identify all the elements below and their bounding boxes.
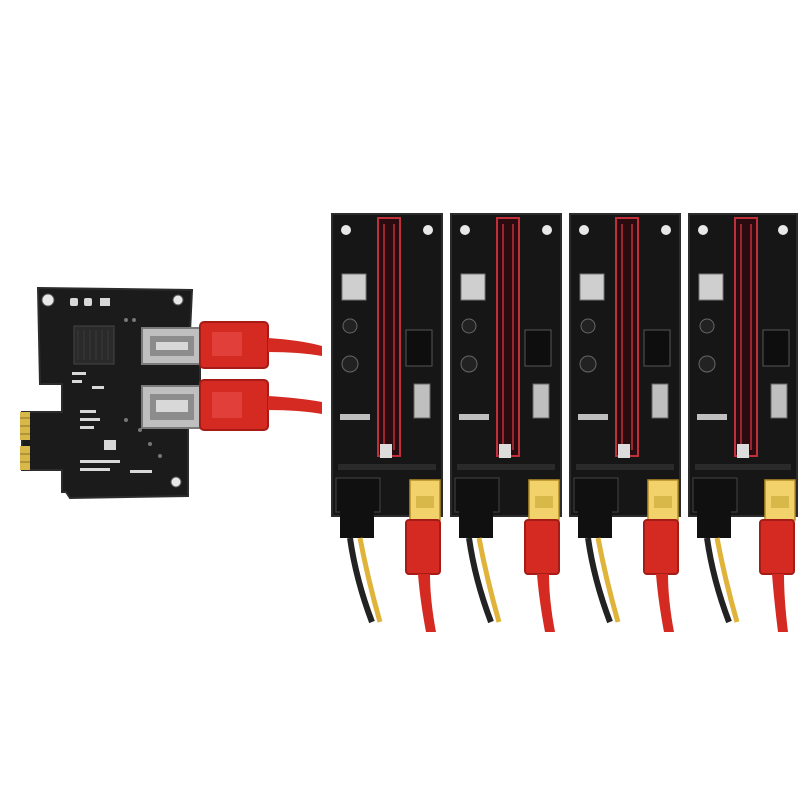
usb-cable-plug <box>759 519 795 632</box>
pcie-x16-slot <box>377 217 401 457</box>
usb-port-upper[interactable] <box>141 327 203 365</box>
riser-card <box>331 213 443 521</box>
usb-cable-plug <box>524 519 560 632</box>
pcie-gold-fingers <box>20 412 30 470</box>
usb-port-lower[interactable] <box>141 385 203 429</box>
riser-card <box>688 213 798 521</box>
mount-hole <box>170 476 182 488</box>
power-cable <box>340 510 383 624</box>
pcie-x16-slot <box>615 217 639 457</box>
mount-hole <box>172 294 184 306</box>
usb-cables-host <box>199 321 322 431</box>
power-cable <box>697 510 740 624</box>
power-cable <box>578 510 621 624</box>
controller-chip-heatsink <box>73 325 115 365</box>
pcie-x16-slot <box>496 217 520 457</box>
usb-cable-plug <box>643 519 679 632</box>
usb-cable-plug <box>405 519 441 632</box>
riser-cables <box>340 510 795 632</box>
mount-hole <box>41 293 55 307</box>
power-cable <box>459 510 502 624</box>
riser-card <box>450 213 562 521</box>
riser-card <box>569 213 681 521</box>
pcie-x16-slot <box>734 217 758 457</box>
host-adapter-card <box>20 286 203 500</box>
